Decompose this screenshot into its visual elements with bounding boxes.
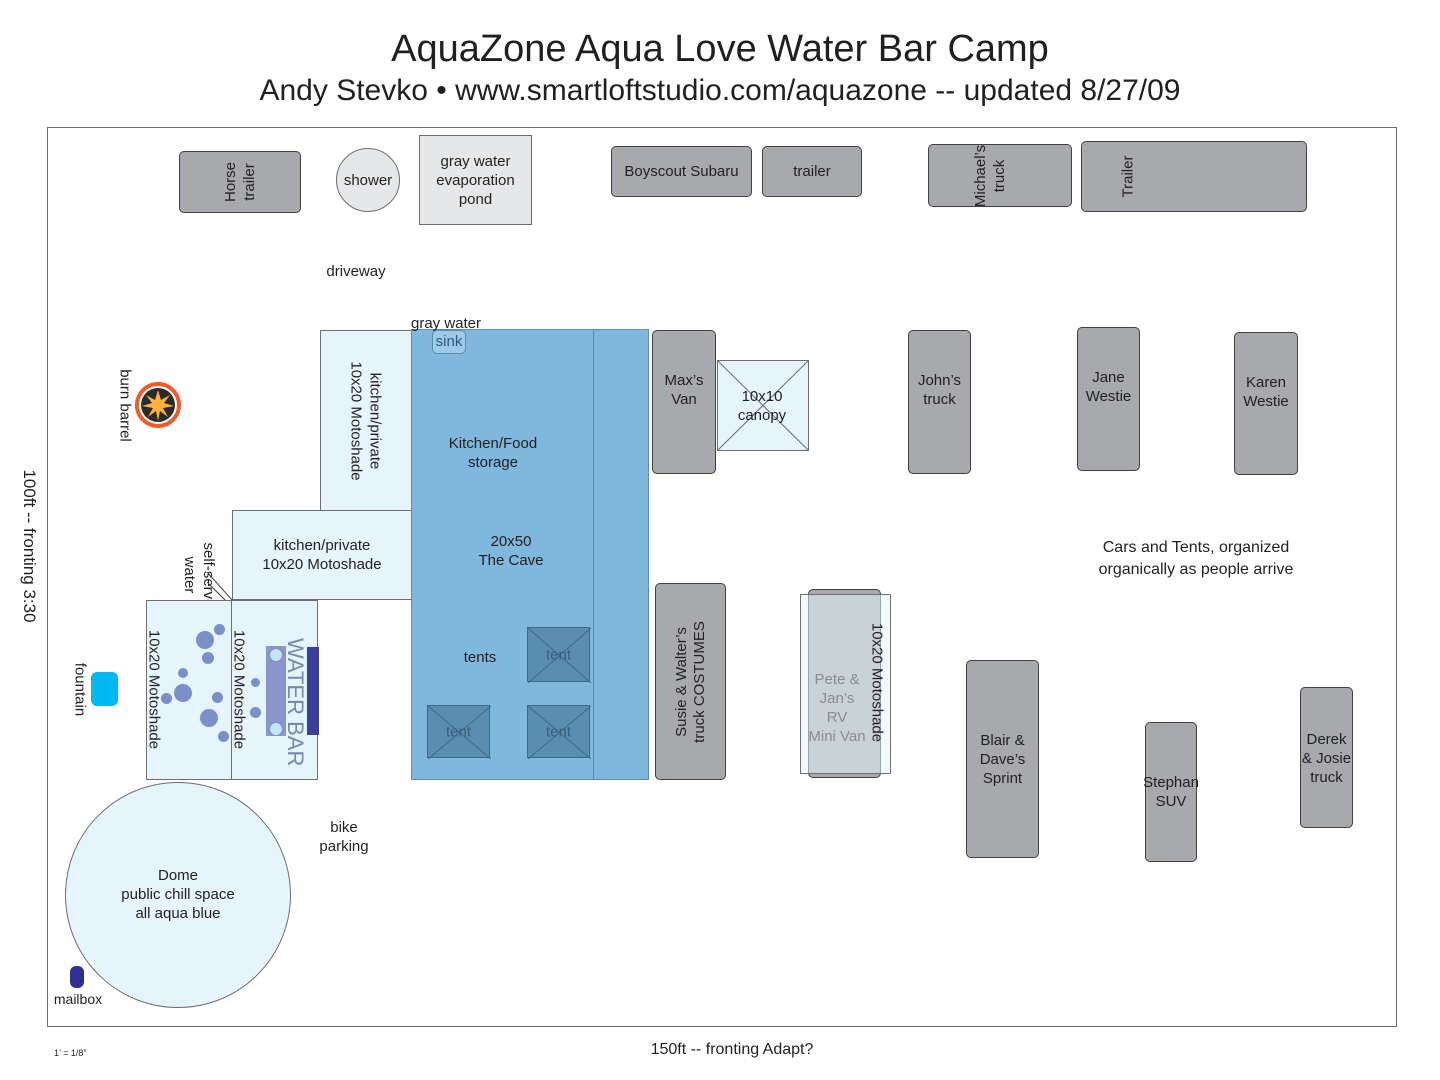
- bottom-dimension: 150ft -- fronting Adapt?: [650, 1041, 814, 1058]
- pete-motoshade-label: 10x20 Motoshade: [868, 622, 886, 743]
- map-title: AquaZone Aqua Love Water Bar Camp: [391, 28, 1049, 70]
- tent-1: tent: [527, 627, 591, 683]
- seat-icon: [251, 678, 260, 687]
- seat-icon: [178, 668, 188, 678]
- boyscout-subaru: Boyscout Subaru: [611, 146, 752, 197]
- tents-label: tents: [463, 649, 497, 666]
- mailbox-icon: [70, 966, 84, 988]
- seat-icon: [174, 684, 192, 702]
- the-cave: [411, 329, 649, 780]
- scale-note: 1’ = 1/8”: [54, 1048, 87, 1058]
- tent-2: tent: [427, 705, 491, 759]
- side-dimension: 100ft -- fronting 3:30: [20, 469, 39, 623]
- bar-motoshade-label: 10x20 Motoshade: [230, 629, 248, 750]
- shower: shower: [336, 148, 400, 212]
- burn-barrel-label: burn barrel: [116, 369, 134, 442]
- seat-icon: [196, 631, 214, 649]
- dome: [65, 782, 291, 1008]
- small-trailer: trailer: [762, 146, 862, 197]
- water-tap-icon: [269, 648, 283, 662]
- water-bar-counter: [266, 646, 286, 736]
- pete-motoshade: [800, 594, 891, 774]
- camp-boundary: [47, 127, 1397, 1027]
- gray-water-label: gray water: [410, 315, 482, 332]
- burn-barrel-icon: [134, 381, 182, 429]
- driveway-label: driveway: [326, 263, 386, 280]
- seat-icon: [202, 652, 214, 664]
- canopy: [717, 360, 809, 451]
- sink: sink: [432, 330, 466, 354]
- map-subtitle: Andy Stevko • www.smartloftstudio.com/aq…: [259, 74, 1181, 107]
- tent-3: tent: [527, 705, 591, 759]
- cave-divider: [593, 329, 594, 780]
- seat-icon: [212, 692, 223, 703]
- seat-icon: [161, 693, 172, 704]
- seat-icon: [250, 707, 261, 718]
- big-trailer: Trailer: [1081, 141, 1307, 212]
- seat-icon: [218, 731, 229, 742]
- seat-icon: [214, 624, 225, 635]
- mailbox-label: mailbox: [53, 991, 103, 1007]
- water-tap-icon: [269, 722, 283, 736]
- seat-icon: [200, 709, 218, 727]
- left-motoshade-label: 10x20 Motoshade: [145, 629, 163, 750]
- fountain-label: fountain: [71, 662, 89, 717]
- water-bar-back: [307, 647, 319, 735]
- fountain-icon: [91, 672, 118, 706]
- water-bar-label: WATER BAR: [283, 638, 308, 767]
